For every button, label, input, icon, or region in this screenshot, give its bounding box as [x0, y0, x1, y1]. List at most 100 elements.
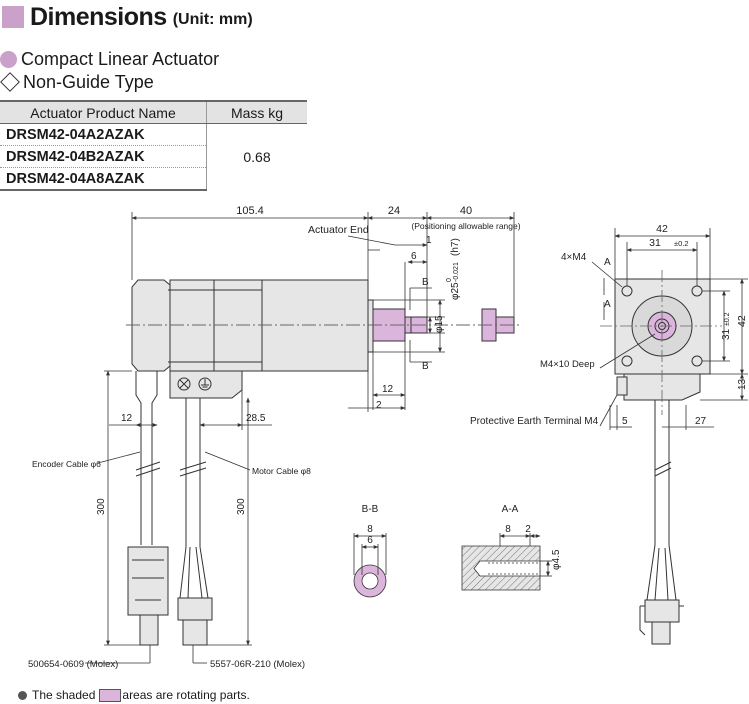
encoder-cable: [135, 371, 158, 545]
tol-lower: -0.021: [453, 262, 460, 282]
circle-bullet-icon: [0, 50, 17, 68]
section-a-a: [461, 533, 552, 591]
tol-31-height: ±0.2: [724, 312, 731, 326]
dim-105-4: 105.4: [236, 205, 264, 217]
encoder-cable-label: Encoder Cable φ6: [32, 459, 101, 469]
cable-break-mark: [179, 461, 207, 477]
dim-31-height: 31: [721, 328, 732, 340]
product-series-heading: Compact Linear Actuator: [0, 48, 219, 70]
dim-42-height: 42: [736, 315, 748, 327]
unit-label: (Unit: mm): [172, 11, 253, 28]
section-b-bottom: B: [422, 361, 429, 372]
dim-12-cable: 12: [121, 413, 133, 424]
mass-value: 0.68: [243, 149, 271, 165]
bb-dim-6: 6: [367, 535, 373, 546]
product-name: DRSM42-04A2AZAK: [0, 123, 207, 146]
dim-5: 5: [622, 416, 628, 427]
section-b-b-labels: B-B 8 6: [362, 504, 379, 546]
side-dimensions: [85, 212, 515, 664]
dim-phi15: φ15: [434, 315, 445, 333]
flange: [367, 299, 374, 353]
section-b-b: [353, 533, 387, 598]
front-view: [600, 270, 722, 645]
product-type-heading: Non-Guide Type: [0, 71, 154, 93]
front-dimension-labels: 42 31 ±0.2 42 31 ±0.2 13 4×M4 A A M4×10 …: [470, 223, 748, 427]
pe-terminal: [616, 376, 628, 396]
section-a-a-labels: A-A 8 2 φ4.5: [502, 504, 562, 570]
dim-phi25: φ25: [450, 282, 461, 300]
dim-13: 13: [737, 378, 748, 390]
section-a-bottom: A: [604, 299, 611, 310]
motor-connector-plug: [182, 619, 208, 646]
bb-dim-8: 8: [367, 524, 373, 535]
section-a-top: A: [604, 257, 611, 268]
table-header-row: Actuator Product Name Mass kg: [0, 100, 307, 124]
connector-detail: [132, 559, 164, 601]
table-row: DRSM42-04A2AZAK 0.68: [0, 123, 307, 165]
front-connector-plug: [651, 621, 671, 645]
section-aa-title: A-A: [502, 504, 519, 515]
footnote: The shaded areas are rotating parts.: [18, 686, 250, 704]
ground-symbol-icon: [198, 377, 212, 391]
page-title: Dimensions: [30, 2, 167, 31]
motor-cable-label: Motor Cable φ8: [252, 466, 311, 476]
table-row: DRSM42-04A8AZAK: [0, 167, 307, 191]
footnote-pre: The shaded: [32, 688, 96, 702]
m4-deep-label: M4×10 Deep: [540, 359, 595, 370]
motor-connector: [177, 597, 213, 621]
tol-upper: 0: [446, 278, 453, 282]
fit-class: (h7): [450, 238, 461, 256]
motor-wires: [179, 546, 209, 599]
product-series-label: Compact Linear Actuator: [21, 48, 220, 69]
encoder-connector-label: 500654-0609 (Molex): [28, 659, 118, 670]
pe-terminal-label: Protective Earth Terminal M4: [470, 416, 599, 427]
shade-swatch: [99, 688, 122, 702]
front-connector: [644, 599, 680, 623]
motor-cable: [185, 398, 201, 547]
section-b-top: B: [422, 277, 429, 288]
table-row: DRSM42-04B2AZAK: [0, 145, 307, 168]
product-table: Actuator Product Name Mass kg DRSM42-04A…: [0, 100, 307, 191]
product-name: DRSM42-04A8AZAK: [0, 167, 207, 191]
front-wires: [646, 544, 677, 601]
dim-40: 40: [460, 205, 472, 217]
dim-6: 6: [411, 251, 417, 262]
encoder-connector: [127, 546, 169, 616]
thread-4xm4-label: 4×M4: [561, 252, 587, 263]
aa-dim-phi4-5: φ4.5: [551, 549, 562, 570]
bullet-icon: [18, 690, 27, 700]
footnote-post: areas are rotating parts.: [122, 688, 250, 702]
product-type-label: Non-Guide Type: [23, 71, 154, 92]
encoder-connector-plug: [139, 614, 159, 646]
dim-28-5: 28.5: [246, 413, 266, 424]
actuator-end-label: Actuator End: [308, 224, 369, 236]
dim-300-left: 300: [96, 498, 107, 515]
positioning-range-label: (Positioning allowable range): [411, 221, 520, 231]
screw-slot: [179, 379, 189, 389]
dim-31-width: 31: [649, 237, 661, 249]
dim-27: 27: [695, 416, 707, 427]
dim-2: 2: [376, 400, 382, 411]
section-bb-title: B-B: [362, 504, 379, 515]
dim-12-shaft: 12: [382, 384, 394, 395]
front-cable-break: [654, 461, 672, 477]
terminal-screw-icon: [177, 377, 191, 391]
front-dimensions: [591, 228, 748, 430]
phi25-label-group: φ25 0 -0.021 (h7): [446, 238, 461, 300]
motor-connector-label: 5557-06R-210 (Molex): [210, 659, 305, 670]
header-square-icon: [2, 6, 24, 28]
product-name: DRSM42-04B2AZAK: [0, 145, 207, 168]
cable-break-mark: [135, 461, 161, 477]
side-dimension-labels: 105.4 24 40 (Positioning allowable range…: [28, 205, 521, 670]
front-cable: [654, 400, 670, 545]
dim-42-width: 42: [656, 223, 668, 235]
dim-1: 1: [426, 235, 432, 246]
table-header-product: Actuator Product Name: [0, 100, 207, 124]
tol-31-width: ±0.2: [674, 239, 689, 248]
front-connector-latch: [639, 605, 684, 636]
aa-dim-8: 8: [505, 524, 511, 535]
table-header-mass: Mass kg: [206, 100, 307, 124]
aa-dim-2: 2: [525, 524, 531, 535]
bb-inner-circle: [361, 572, 379, 590]
